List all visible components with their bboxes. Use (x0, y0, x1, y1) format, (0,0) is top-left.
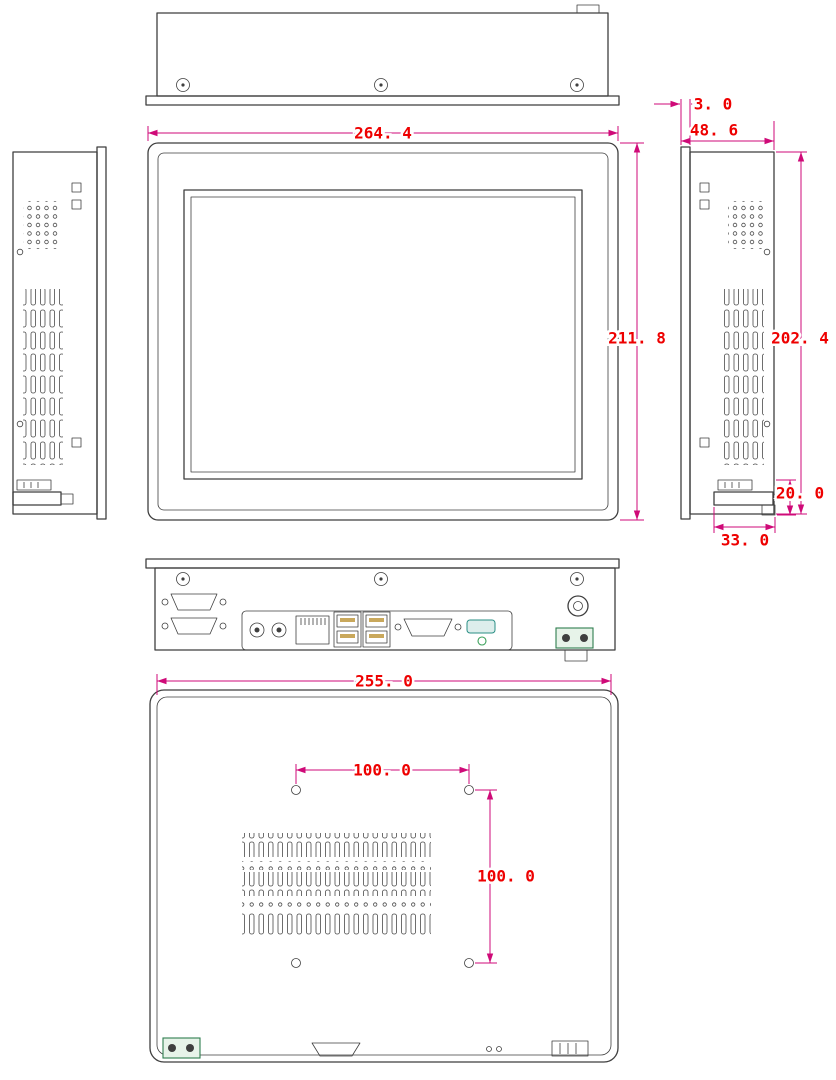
dim-vesa-vertical: 100. 0 (475, 789, 537, 964)
serial-port-1 (161, 593, 227, 611)
usb-port-stack-2 (362, 611, 391, 648)
io-port-strip (241, 610, 513, 651)
serial-port-2 (161, 617, 227, 635)
ethernet-port (295, 615, 330, 645)
screw-hole (763, 420, 771, 428)
power-terminal-block (555, 627, 594, 662)
front-bezel-outer (147, 142, 619, 521)
top-tab (576, 4, 600, 14)
dim-total-depth-label: 48. 6 (690, 121, 738, 140)
dim-bracket-depth: 33. 0 (713, 507, 776, 552)
vesa-hole-bottom-left (291, 958, 301, 968)
rear-outer (149, 689, 619, 1063)
vesa-hole-bottom-right (464, 958, 474, 968)
screw (176, 572, 190, 586)
screen-opening (183, 189, 583, 480)
screw-hole (496, 1046, 502, 1052)
dim-front-height: 211. 8 (606, 142, 668, 521)
front-view (147, 142, 619, 521)
rear-serial-connector (311, 1042, 361, 1057)
dim-vesa-horizontal-label: 100. 0 (353, 761, 411, 780)
display-port (466, 619, 496, 634)
screw (570, 572, 584, 586)
rear-view (149, 689, 619, 1063)
right-bezel-edge (680, 146, 691, 520)
vent-grille (23, 289, 63, 465)
right-body (689, 151, 775, 515)
screw-hole (763, 248, 771, 256)
screen-active-area (190, 196, 576, 473)
rear-terminal-block (162, 1037, 201, 1059)
dim-front-width-label: 264. 4 (354, 124, 412, 143)
right-cutout (699, 199, 710, 210)
top-view (145, 4, 620, 106)
rear-inner (156, 696, 612, 1056)
speaker-grille (728, 201, 764, 249)
screw (570, 78, 584, 92)
dim-bezel-thickness: 3. 0 (654, 92, 735, 145)
usb-port-stack-1 (333, 611, 362, 648)
screw-hole (16, 248, 24, 256)
screw-hole (486, 1046, 492, 1052)
right-bottom-connectors (713, 479, 776, 516)
dim-rear-width: 255. 0 (156, 669, 612, 695)
left-bezel-edge (96, 146, 107, 520)
screw (176, 78, 190, 92)
right-cutout (699, 182, 710, 193)
left-cutout (71, 182, 82, 193)
front-bezel-inner (157, 152, 609, 511)
rear-right-connector (551, 1040, 589, 1057)
dim-front-width: 264. 4 (147, 121, 619, 145)
vesa-hole-top-left (291, 785, 301, 795)
reset-button (477, 636, 487, 646)
left-cutout (71, 437, 82, 448)
dim-vesa-vertical-label: 100. 0 (477, 867, 535, 886)
left-side-view (12, 146, 107, 520)
dim-rear-width-label: 255. 0 (355, 672, 413, 691)
bottom-io-view (145, 558, 620, 662)
dim-bracket-depth-label: 33. 0 (721, 531, 769, 550)
vesa-hole-top-right (464, 785, 474, 795)
dim-bottom-bracket-label: 20. 0 (776, 484, 824, 503)
dim-vesa-horizontal: 100. 0 (295, 758, 470, 784)
dim-bottom-bracket: 20. 0 (773, 479, 827, 516)
audio-jack-2 (271, 622, 287, 638)
rear-vent-grille (242, 833, 431, 935)
screw (374, 78, 388, 92)
screw-hole (16, 420, 24, 428)
left-bottom-connectors (12, 479, 74, 506)
right-cutout (699, 437, 710, 448)
dim-body-height: 202. 4 (769, 151, 831, 515)
vent-grille (724, 289, 764, 465)
top-front-flange (145, 95, 620, 106)
dim-total-depth: 48. 6 (681, 118, 775, 150)
right-side-view (680, 146, 776, 520)
speaker-grille (23, 201, 59, 249)
left-cutout (71, 199, 82, 210)
vga-port (394, 618, 462, 637)
audio-jack-1 (249, 622, 265, 638)
dim-bezel-thickness-label: 3. 0 (694, 95, 733, 114)
screw (374, 572, 388, 586)
bottom-front-flange (145, 558, 620, 569)
dim-body-height-label: 202. 4 (771, 329, 829, 348)
power-button (567, 595, 589, 617)
left-body (12, 151, 98, 515)
dim-front-height-label: 211. 8 (608, 329, 666, 348)
